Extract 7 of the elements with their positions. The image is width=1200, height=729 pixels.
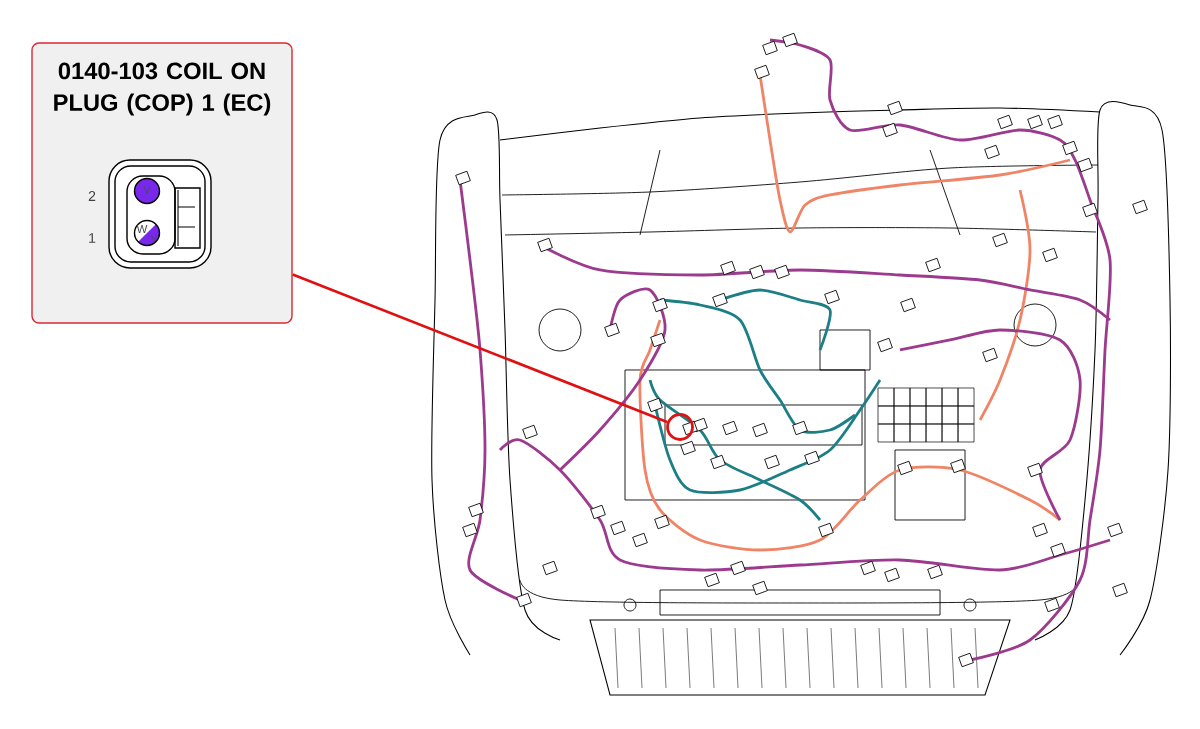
highlight-circle [666,413,694,441]
wire-color-code: W [136,225,148,233]
wire-color-code: V [151,235,157,241]
leader-line [292,273,668,424]
pin-number: 1 [89,233,96,243]
wire-color-code: V [143,186,151,194]
pin-number: 2 [88,191,96,201]
